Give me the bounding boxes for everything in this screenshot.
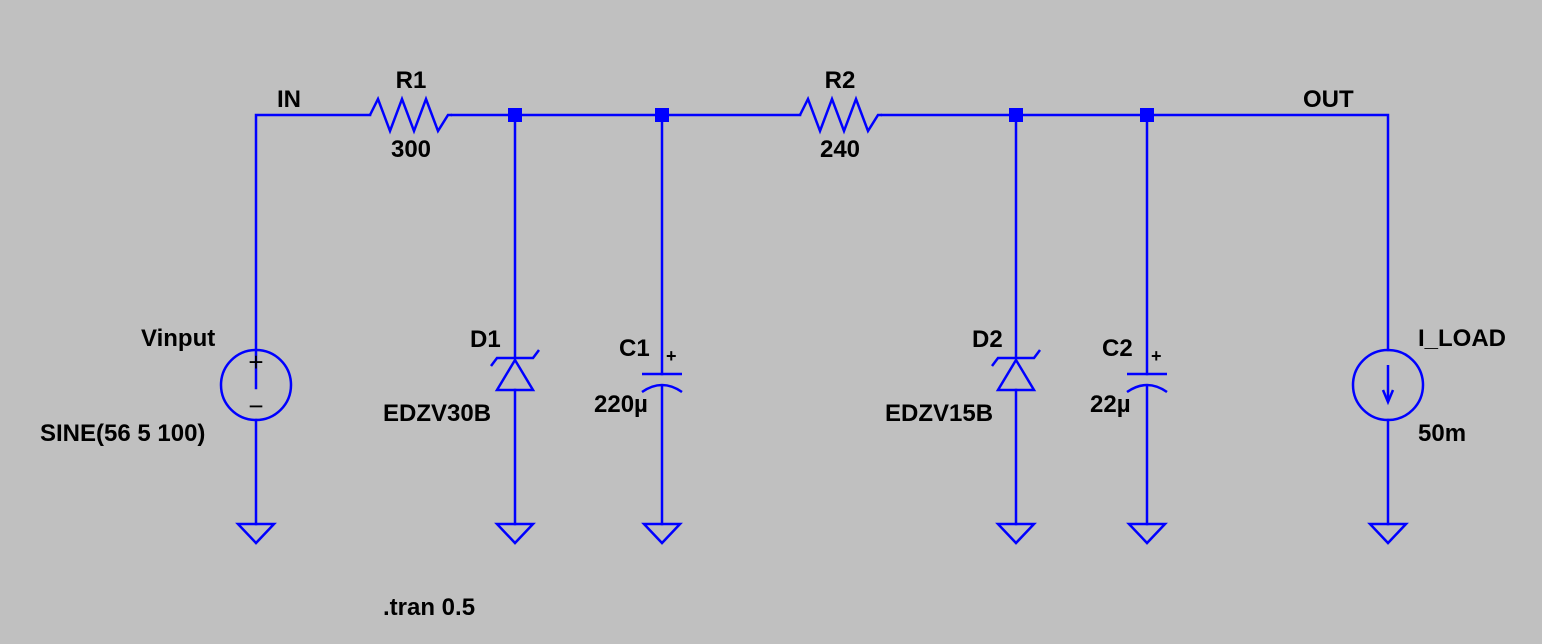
r1-value[interactable]: 300	[391, 136, 431, 163]
vinput-plus: +	[248, 347, 263, 377]
ground-icon[interactable]	[995, 522, 1037, 545]
net-label-in[interactable]: IN	[277, 86, 301, 113]
wire-node2[interactable]	[880, 113, 1390, 352]
spice-directive[interactable]: .tran 0.5	[383, 594, 475, 621]
r2-value[interactable]: 240	[820, 136, 860, 163]
r2-name[interactable]: R2	[825, 67, 856, 94]
wire-in[interactable]	[254, 113, 372, 390]
wires	[254, 113, 1390, 526]
d1-name[interactable]: D1	[470, 326, 501, 353]
d2-name[interactable]: D2	[972, 326, 1003, 353]
c1-name[interactable]: C1	[619, 335, 650, 362]
ground-icon[interactable]	[494, 522, 536, 545]
c1-value[interactable]: 220µ	[594, 391, 648, 418]
ground-icon[interactable]	[641, 522, 683, 545]
c2-name[interactable]: C2	[1102, 335, 1133, 362]
iload-name[interactable]: I_LOAD	[1418, 325, 1506, 352]
r1-name[interactable]: R1	[396, 67, 427, 94]
resistor-r2-symbol[interactable]	[798, 95, 882, 135]
c1-plus: +	[666, 346, 677, 366]
ground-icon[interactable]	[1126, 522, 1168, 545]
iload-value[interactable]: 50m	[1418, 420, 1466, 447]
ground-icon[interactable]	[1367, 522, 1409, 545]
d1-value[interactable]: EDZV30B	[383, 400, 491, 427]
net-label-out[interactable]: OUT	[1303, 86, 1354, 113]
junction-dot	[508, 108, 522, 122]
junction-dot	[1140, 108, 1154, 122]
c2-plus: +	[1151, 346, 1162, 366]
voltage-source-vinput-symbol[interactable]	[219, 348, 293, 422]
junction-dot	[1009, 108, 1023, 122]
ground-icon[interactable]	[235, 522, 277, 545]
d2-value[interactable]: EDZV15B	[885, 400, 993, 427]
resistor-r1-symbol[interactable]	[368, 95, 452, 135]
vinput-value[interactable]: SINE(56 5 100)	[40, 420, 205, 447]
zener-d1-symbol[interactable]	[490, 349, 540, 392]
vinput-minus: −	[248, 391, 263, 421]
vinput-name[interactable]: Vinput	[141, 325, 215, 352]
c2-value[interactable]: 22µ	[1090, 391, 1131, 418]
capacitor-c2-symbol[interactable]	[1126, 372, 1168, 394]
capacitor-c1-symbol[interactable]	[641, 372, 683, 394]
current-source-iload-symbol[interactable]	[1351, 348, 1425, 422]
junction-dot	[655, 108, 669, 122]
zener-d2-symbol[interactable]	[991, 349, 1041, 392]
